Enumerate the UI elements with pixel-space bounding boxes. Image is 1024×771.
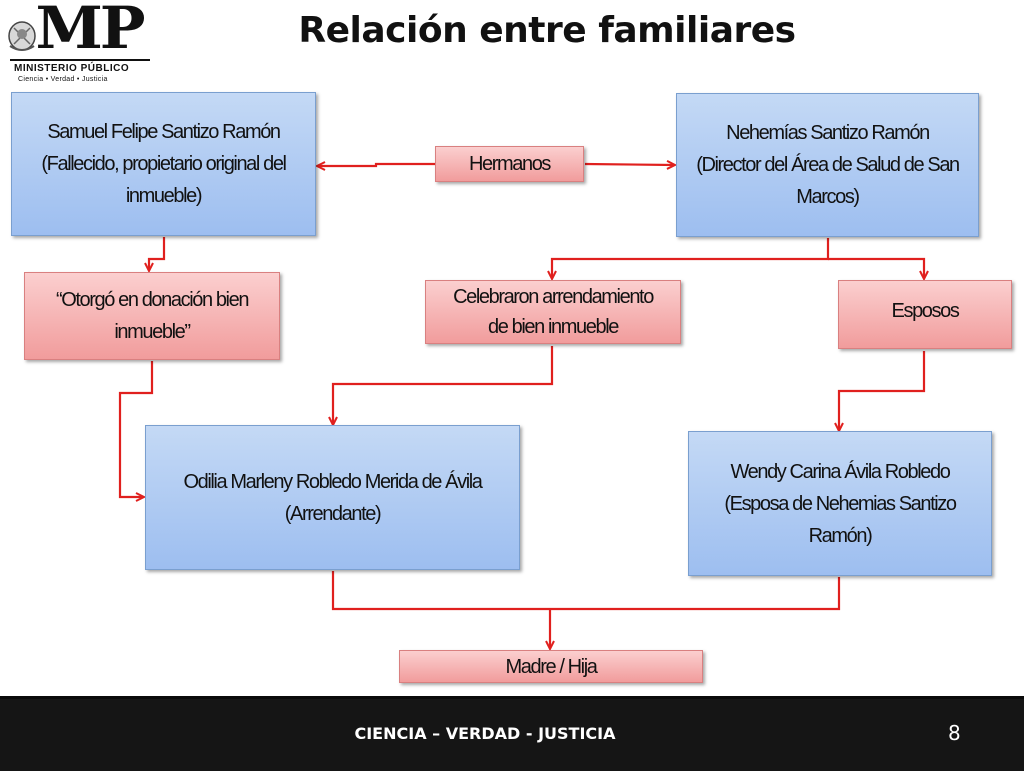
relation-hermanos: Hermanos [435, 146, 584, 182]
relation-arrendamiento-line2: de bien inmueble [488, 316, 619, 338]
arrow-nehemias-to-esposos [828, 257, 924, 278]
ministerio-publico-logo: MP MINISTERIO PÚBLICO Ciencia • Verdad •… [4, 0, 154, 88]
node-nehemias: Nehemías Santizo Ramón (Director del Áre… [676, 93, 979, 237]
arrow-hermanos-to-samuel [318, 164, 435, 166]
arrow-esposos-to-wendy [839, 351, 926, 430]
relation-madre-hija: Madre / Hija [399, 650, 703, 683]
node-samuel: Samuel Felipe Santizo Ramón (Fallecido, … [11, 92, 316, 236]
node-nehemias-detail: (Director del Área de Salud de San [696, 154, 960, 176]
node-wendy-name: Wendy Carina Ávila Robledo [730, 460, 951, 483]
arrow-hermanos-to-nehemias [584, 164, 674, 165]
node-wendy-detail: (Esposa de Nehemias Santizo [724, 492, 957, 515]
node-samuel-detail-2: inmueble) [125, 185, 203, 207]
relation-hermanos-label: Hermanos [468, 153, 551, 175]
relation-arrendamiento: Celebraron arrendamiento de bien inmuebl… [425, 280, 681, 344]
node-odilia: Odilia Marleny Robledo Merida de Ávila (… [145, 425, 520, 570]
arrow-odilia-wendy-to-madre-hija [331, 571, 841, 611]
footer-slogan: CIENCIA – VERDAD - JUSTICIA [354, 724, 616, 743]
relation-arrendamiento-line1: Celebraron arrendamiento [453, 286, 654, 308]
logo-divider [10, 59, 150, 61]
node-samuel-detail: (Fallecido, propietario original del [41, 153, 287, 175]
footer-bar: CIENCIA – VERDAD - JUSTICIA 8 [0, 696, 1024, 771]
relation-donacion: “Otorgó en donación bien inmueble” [24, 272, 280, 360]
coat-of-arms-icon [8, 21, 36, 51]
relation-donacion-line2: inmueble” [114, 321, 191, 343]
relation-madre-hija-label: Madre / Hija [505, 655, 597, 678]
node-wendy: Wendy Carina Ávila Robledo (Esposa de Ne… [688, 431, 992, 576]
slide-number: 8 [948, 721, 961, 745]
logo-motto: Ciencia • Verdad • Justicia [18, 76, 108, 83]
node-odilia-detail: (Arrendante) [284, 502, 382, 525]
node-samuel-name: Samuel Felipe Santizo Ramón [47, 121, 281, 143]
arrow-arrendamiento-to-odilia [333, 346, 554, 424]
page-title: Relación entre familiares [298, 10, 796, 51]
node-nehemias-detail-2: Marcos) [796, 186, 860, 208]
node-nehemias-name: Nehemías Santizo Ramón [726, 122, 930, 144]
relation-donacion-line1: “Otorgó en donación bien [55, 289, 250, 311]
logo-mark: MP [35, 0, 145, 62]
arrow-nehemias-to-arrendamiento [552, 238, 830, 278]
node-odilia-name: Odilia Marleny Robledo Merida de Ávila [183, 470, 482, 493]
node-wendy-detail-2: Ramón) [808, 524, 873, 547]
relation-esposos-label: Esposos [891, 299, 960, 322]
arrow-samuel-to-donacion [149, 237, 166, 270]
relation-esposos: Esposos [838, 280, 1012, 349]
logo-name: MINISTERIO PÚBLICO [14, 63, 130, 74]
